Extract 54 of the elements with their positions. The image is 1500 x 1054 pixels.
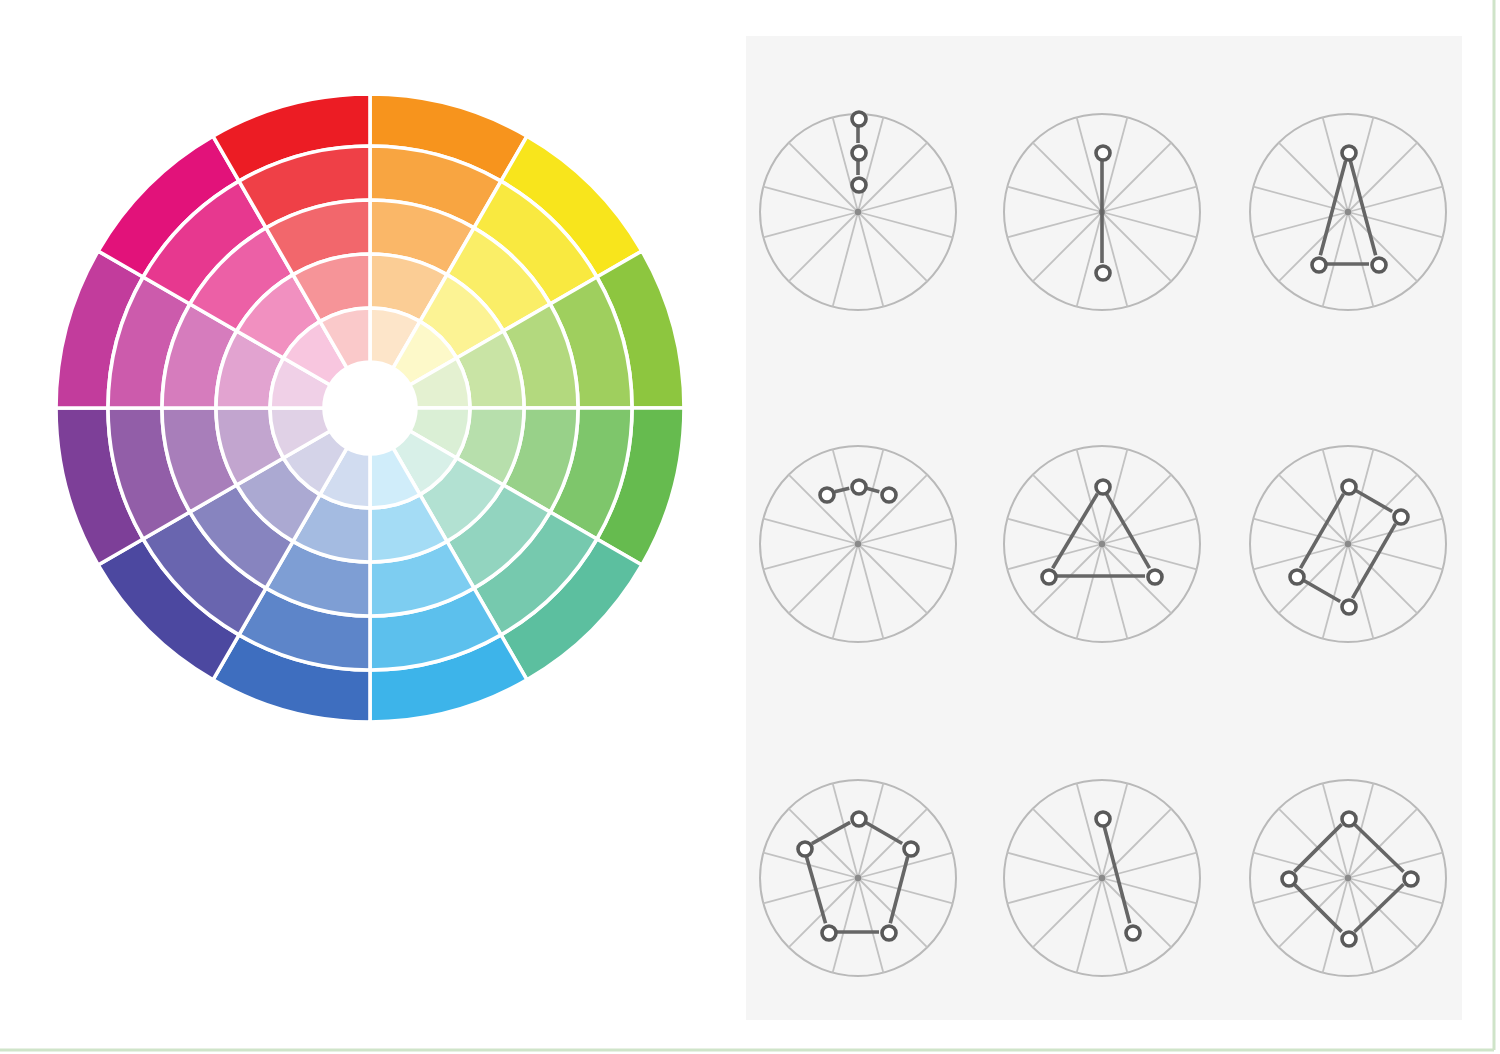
dot-marker (1093, 143, 1111, 161)
dot-marker (1093, 263, 1111, 281)
connector-line (866, 486, 880, 494)
connector-line (1100, 161, 1104, 263)
connector-line (1051, 492, 1099, 570)
connector-line (1298, 492, 1346, 570)
dot-marker (795, 839, 813, 857)
dot-marker (1339, 597, 1357, 615)
dot-marker (901, 839, 919, 857)
connector-line (1348, 160, 1378, 256)
connector-line (1353, 822, 1405, 874)
connector-line (864, 820, 904, 846)
dot-marker (1123, 923, 1141, 941)
dot-marker (1339, 143, 1357, 161)
dot-marker (1309, 255, 1327, 273)
dot-marker (849, 109, 867, 127)
dot-marker (1401, 869, 1419, 887)
dot-marker (849, 143, 867, 161)
connector-line (1293, 883, 1343, 933)
dot-marker (879, 923, 897, 941)
connector-line (1102, 826, 1132, 924)
dot-marker (1369, 255, 1387, 273)
connector-line (1293, 823, 1343, 873)
connector-line (834, 486, 850, 494)
dot-marker (817, 485, 835, 503)
connector-line (1057, 574, 1145, 578)
dot-marker (1145, 567, 1163, 585)
dot-marker (1339, 809, 1357, 827)
connector-line (1350, 522, 1398, 600)
connector-line (837, 930, 879, 934)
connector-line (1104, 492, 1152, 570)
connector-line (888, 856, 910, 924)
dot-marker (1093, 477, 1111, 495)
dot-marker (1391, 507, 1409, 525)
dot-marker (849, 809, 867, 827)
connector-line (1353, 882, 1405, 934)
dot-marker (1339, 477, 1357, 495)
dot-marker (1287, 567, 1305, 585)
dot-marker (1339, 929, 1357, 947)
dot-marker (1039, 567, 1057, 585)
connector-line (804, 856, 828, 924)
connector-line (1354, 488, 1394, 514)
dot-marker (819, 923, 837, 941)
connector-line (1318, 160, 1348, 256)
dot-marker (849, 175, 867, 193)
connector-line (856, 127, 860, 143)
connector-line (1302, 578, 1342, 604)
dot-marker (1279, 869, 1297, 887)
connector-line (856, 161, 860, 175)
dot-marker (1093, 809, 1111, 827)
connector-line (1327, 262, 1369, 266)
connector-line (811, 820, 851, 846)
dot-marker (879, 485, 897, 503)
dot-marker (849, 477, 867, 495)
